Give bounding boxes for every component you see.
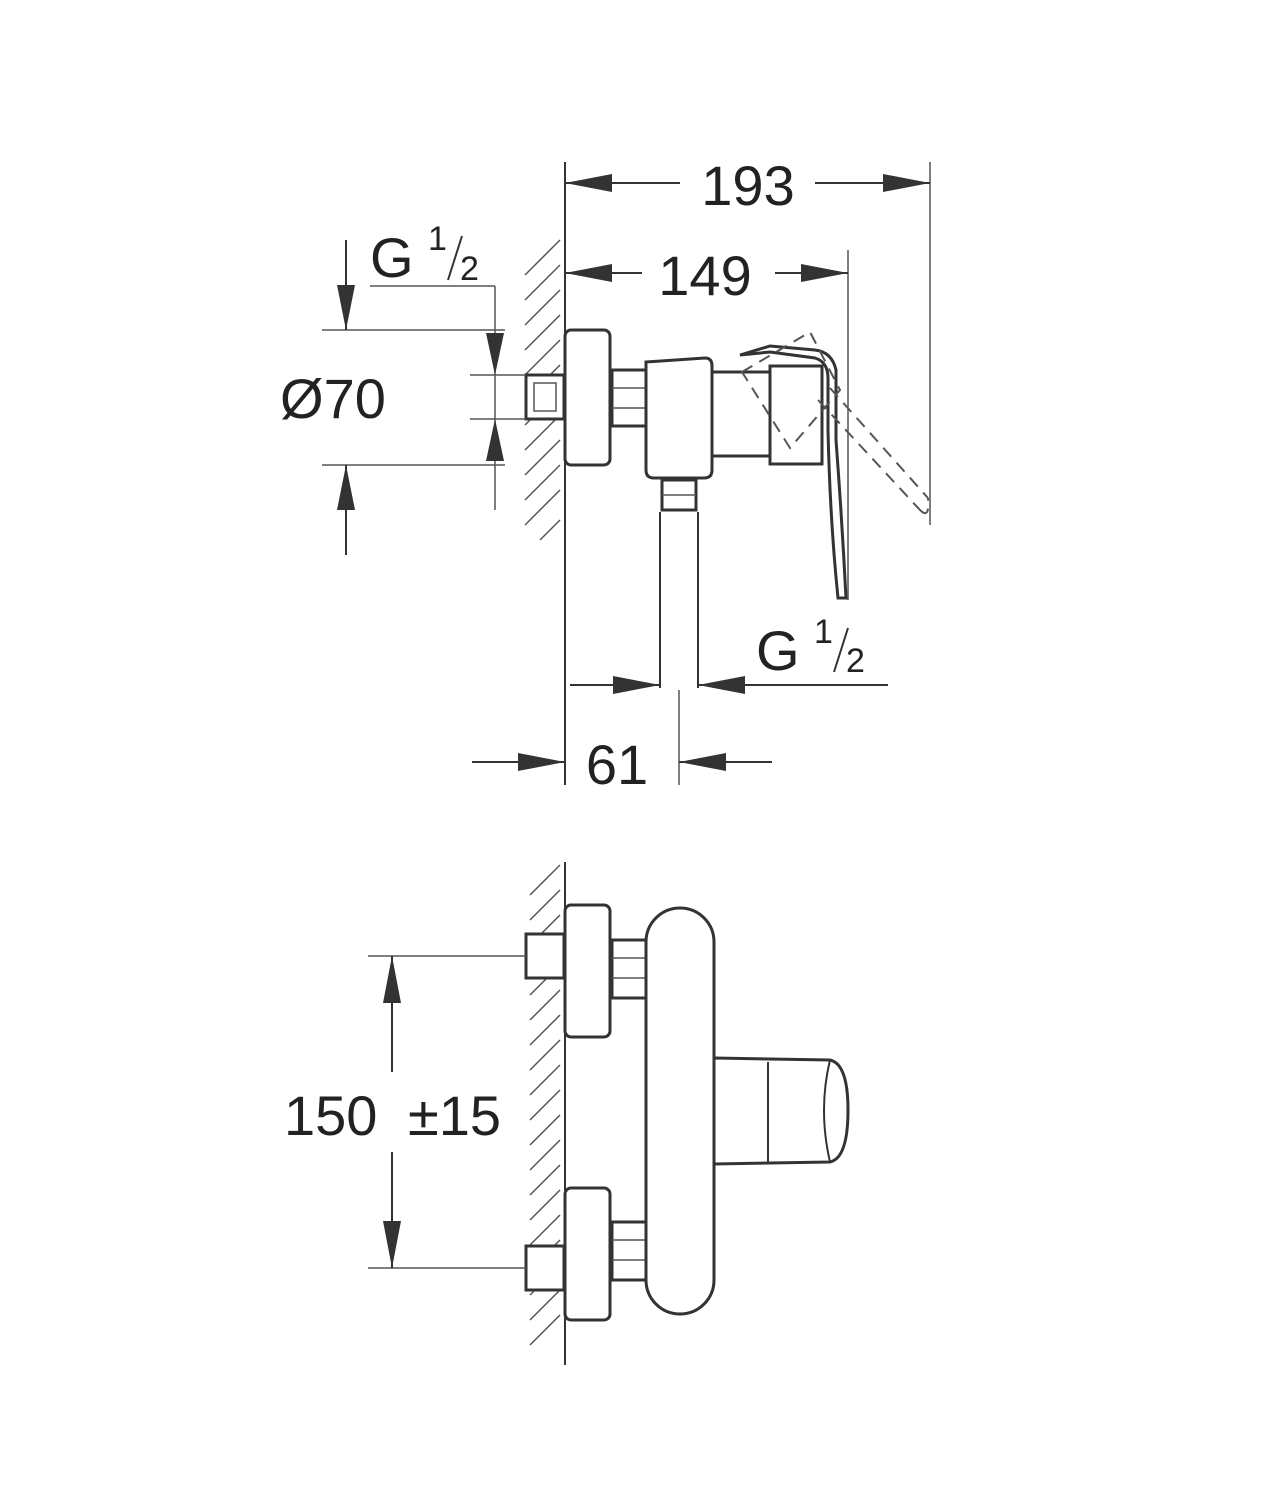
lever-open-position xyxy=(740,330,930,514)
front-view: 150 ±15 xyxy=(284,862,850,1365)
lower-pipe-stub xyxy=(524,1244,566,1292)
thread-top-letter: G xyxy=(370,226,414,289)
cartridge-housing xyxy=(710,370,772,458)
dimension-wall-distance: 61 xyxy=(472,690,772,796)
pipe-stub xyxy=(524,373,566,421)
dimension-150-label: 150 xyxy=(284,1084,377,1147)
wall-hatching-side xyxy=(524,239,561,541)
dimension-body-depth: 149 xyxy=(565,244,849,600)
dimension-inlet-thread: G 1 2 xyxy=(370,220,526,510)
thread-bottom-num: 1 xyxy=(814,613,833,651)
mixer-body-front xyxy=(644,906,716,1316)
upper-rosette xyxy=(563,903,612,1039)
thread-bottom-letter: G xyxy=(756,619,800,682)
side-view: 193 149 Ø70 G xyxy=(280,154,931,796)
dimension-tolerance-label: ±15 xyxy=(408,1084,501,1147)
rosette xyxy=(563,328,612,467)
lower-connector xyxy=(610,1220,648,1282)
dimension-outlet-thread: G 1 2 xyxy=(570,613,888,694)
dimension-overall-depth: 193 xyxy=(565,154,931,525)
upper-connector xyxy=(610,938,648,1000)
connector xyxy=(610,368,648,428)
lever xyxy=(739,344,848,600)
dimension-149-label: 149 xyxy=(658,244,751,307)
dimension-diameter-label: Ø70 xyxy=(280,367,386,430)
dimension-193-label: 193 xyxy=(701,154,794,217)
lever-front xyxy=(712,1056,850,1166)
upper-pipe-stub xyxy=(524,932,566,980)
dimension-61-label: 61 xyxy=(586,733,648,796)
thread-bottom-den: 2 xyxy=(846,642,865,680)
thread-top-den: 2 xyxy=(460,250,479,288)
dimension-rosette-diameter: Ø70 xyxy=(280,240,505,555)
lower-rosette xyxy=(563,1186,612,1322)
dimension-inlet-spacing: 150 ±15 xyxy=(284,955,526,1269)
thread-top-num: 1 xyxy=(428,220,447,258)
mixer-body xyxy=(644,356,714,480)
